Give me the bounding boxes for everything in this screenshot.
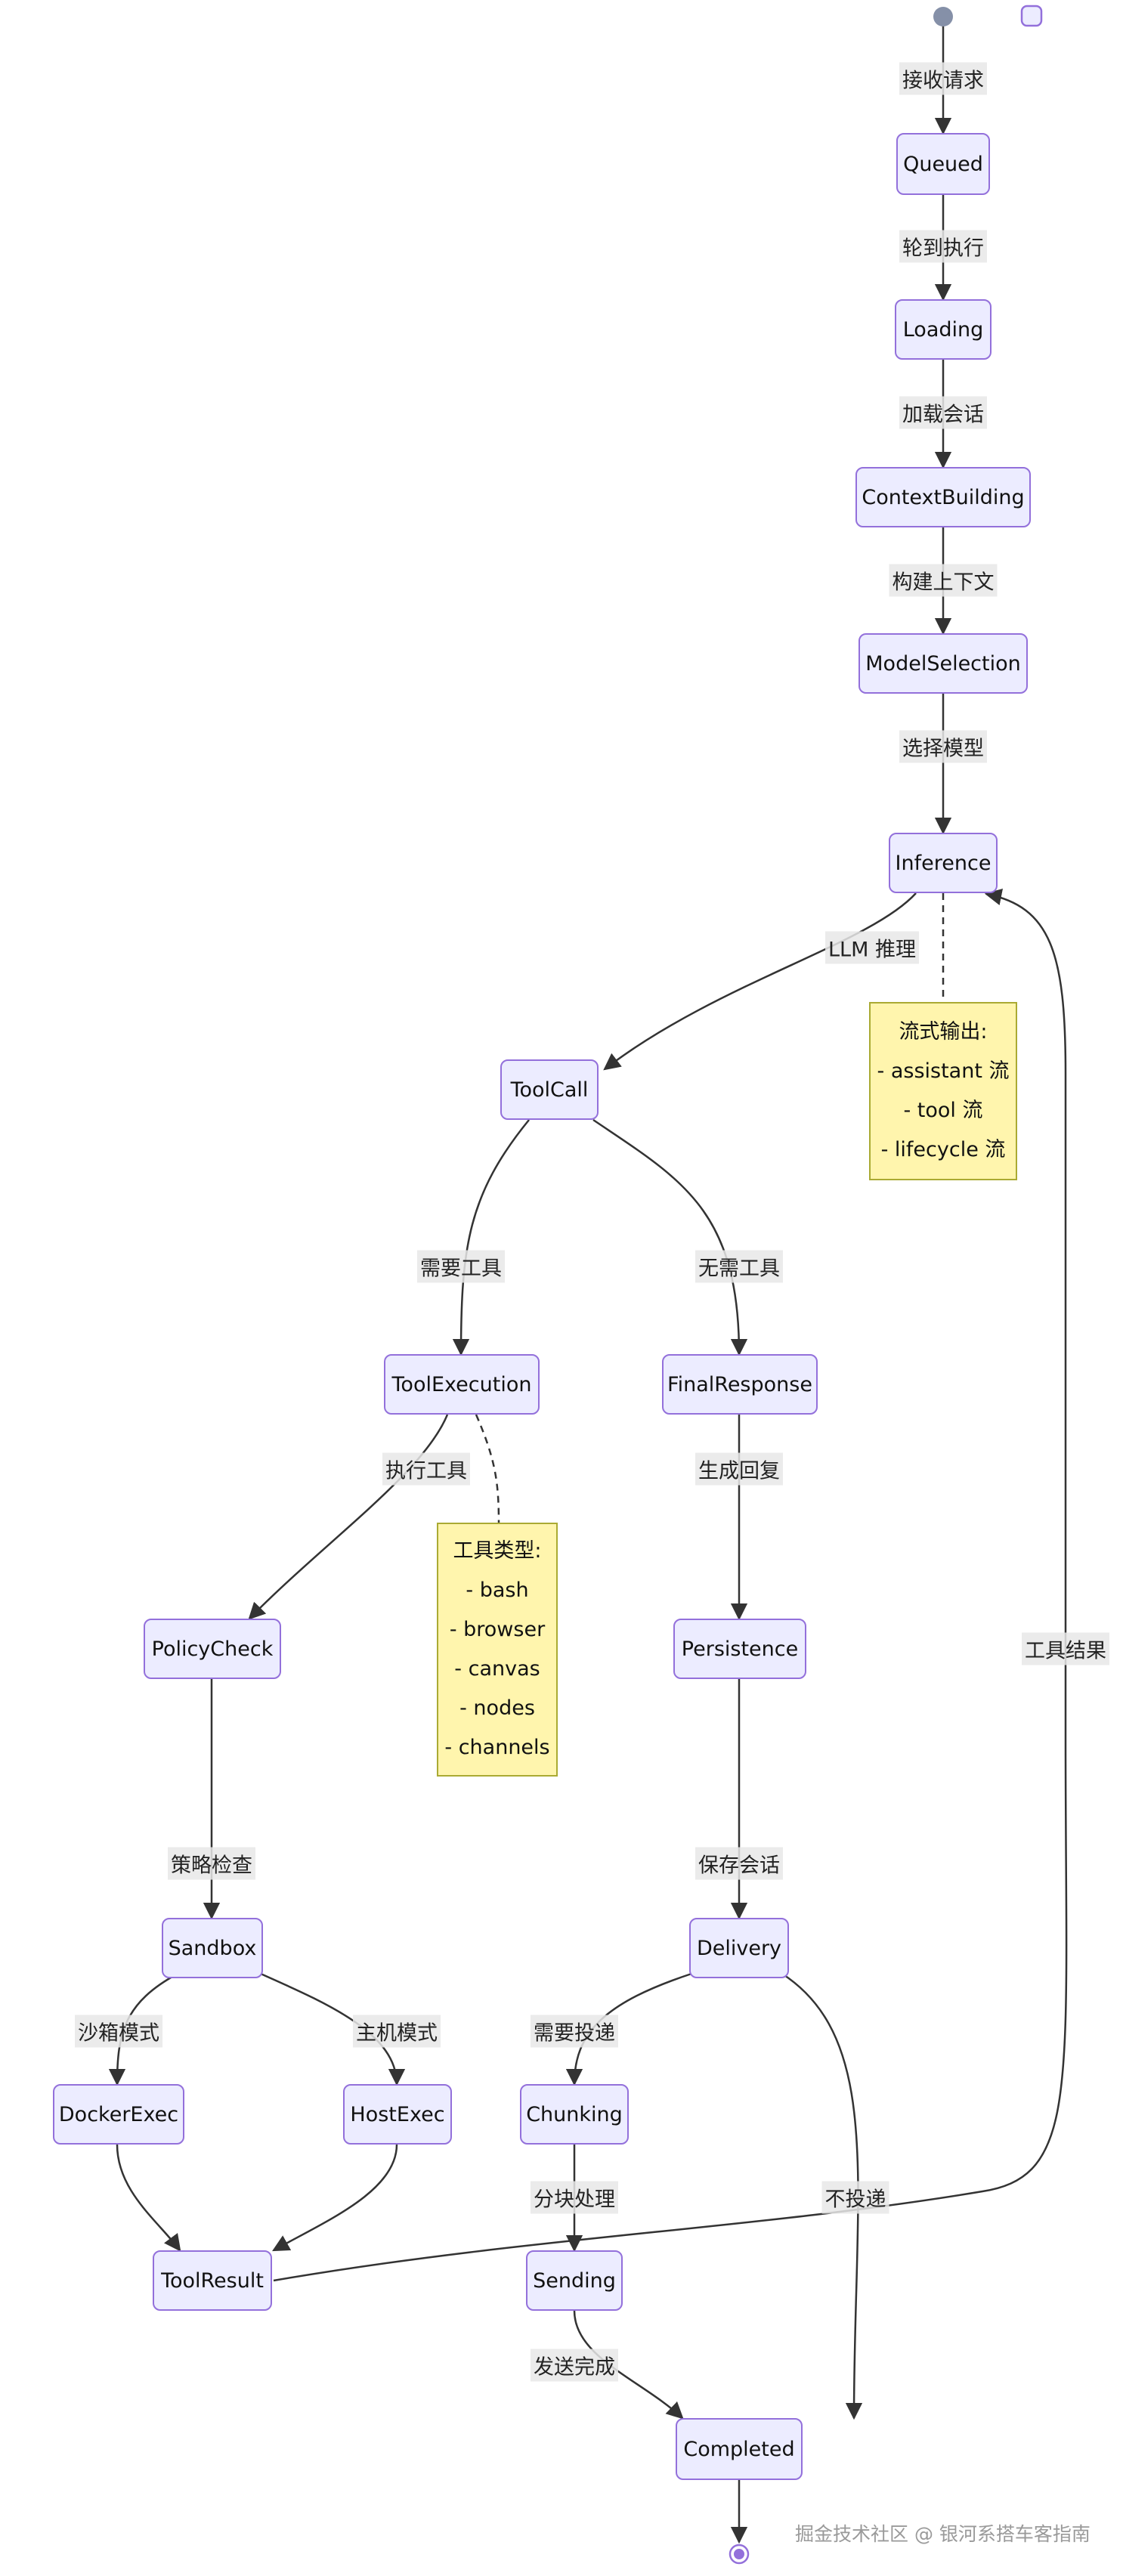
note-link-toolexec — [475, 1414, 500, 1523]
edge-toolcall-final — [592, 1118, 748, 1356]
label-llm-inference: LLM 推理 — [825, 931, 919, 964]
label-no-tool: 无需工具 — [695, 1250, 783, 1283]
label-tool-result: 工具结果 — [1022, 1632, 1109, 1665]
note-tool-types-line-4: - canvas — [454, 1657, 540, 1681]
label-build-context: 构建上下文 — [889, 564, 998, 597]
label-need-delivery: 需要投递 — [531, 2015, 618, 2048]
state-final-response: FinalResponse — [662, 1354, 818, 1415]
note-tool-types-line-6: - channels — [444, 1736, 550, 1759]
label-sandbox-mode: 沙箱模式 — [75, 2015, 162, 2048]
edge-host-toolresult — [272, 2144, 398, 2252]
end-state-inner — [734, 2549, 744, 2559]
edge-toolexec-policy — [248, 1414, 449, 1620]
note-tool-types-line-1: 工具类型: — [453, 1539, 542, 1563]
state-persistence: Persistence — [673, 1619, 806, 1679]
note-streaming-line-4: - lifecycle 流 — [880, 1138, 1006, 1161]
start-state — [933, 7, 953, 26]
state-completed: Completed — [676, 2418, 803, 2480]
note-tool-types-line-2: - bash — [466, 1579, 529, 1602]
note-streaming-line-1: 流式输出: — [899, 1020, 988, 1044]
label-send-complete: 发送完成 — [531, 2349, 618, 2382]
state-tool-execution: ToolExecution — [384, 1354, 540, 1415]
note-streaming-output: 流式输出: - assistant 流 - tool 流 - lifecycle… — [869, 1002, 1017, 1180]
state-host-exec: HostExec — [343, 2084, 452, 2145]
state-tool-result: ToolResult — [153, 2250, 272, 2311]
note-streaming-line-2: - assistant 流 — [877, 1059, 1010, 1083]
state-sending: Sending — [526, 2250, 623, 2311]
label-no-delivery: 不投递 — [821, 2181, 889, 2214]
state-policy-check: PolicyCheck — [144, 1619, 281, 1679]
edge-delivery-completed — [781, 1972, 863, 2420]
edge-toolcall-toolexec — [452, 1119, 530, 1356]
state-model-selection: ModelSelection — [858, 633, 1028, 694]
label-generate-reply: 生成回复 — [695, 1452, 783, 1486]
note-streaming-line-3: - tool 流 — [903, 1099, 983, 1122]
edge-sandbox-host — [260, 1972, 406, 2086]
edge-docker-toolresult — [116, 2144, 181, 2252]
watermark: 掘金技术社区 @ 银河系搭车客指南 — [795, 2523, 1091, 2545]
state-inference: Inference — [889, 833, 998, 893]
state-loading: Loading — [895, 299, 992, 360]
note-tool-types-line-5: - nodes — [459, 1696, 535, 1720]
state-context-building: ContextBuilding — [855, 467, 1031, 527]
state-chunking: Chunking — [520, 2084, 629, 2145]
edge-inference-toolcall — [603, 892, 917, 1071]
note-tool-types-line-3: - browser — [449, 1618, 546, 1641]
label-policy-check: 策略检查 — [168, 1847, 255, 1880]
label-execute-tool: 执行工具 — [382, 1452, 470, 1486]
state-sandbox: Sandbox — [162, 1918, 263, 1978]
label-host-mode: 主机模式 — [353, 2015, 441, 2048]
state-queued: Queued — [896, 133, 990, 195]
label-save-session: 保存会话 — [695, 1847, 783, 1880]
label-need-tool: 需要工具 — [417, 1250, 505, 1283]
label-load-session: 加载会话 — [899, 396, 987, 429]
label-receive-request: 接收请求 — [899, 62, 987, 95]
top-right-small-state — [1020, 5, 1043, 27]
state-delivery: Delivery — [689, 1918, 789, 1978]
edge-toolresult-inference — [273, 888, 1068, 2282]
label-turn-to-execute: 轮到执行 — [899, 230, 987, 263]
state-docker-exec: DockerExec — [53, 2084, 184, 2145]
label-select-model: 选择模型 — [899, 730, 987, 763]
note-tool-types: 工具类型: - bash - browser - canvas - nodes … — [437, 1523, 558, 1777]
state-tool-call: ToolCall — [500, 1059, 599, 1120]
label-chunk-process: 分块处理 — [531, 2181, 618, 2214]
